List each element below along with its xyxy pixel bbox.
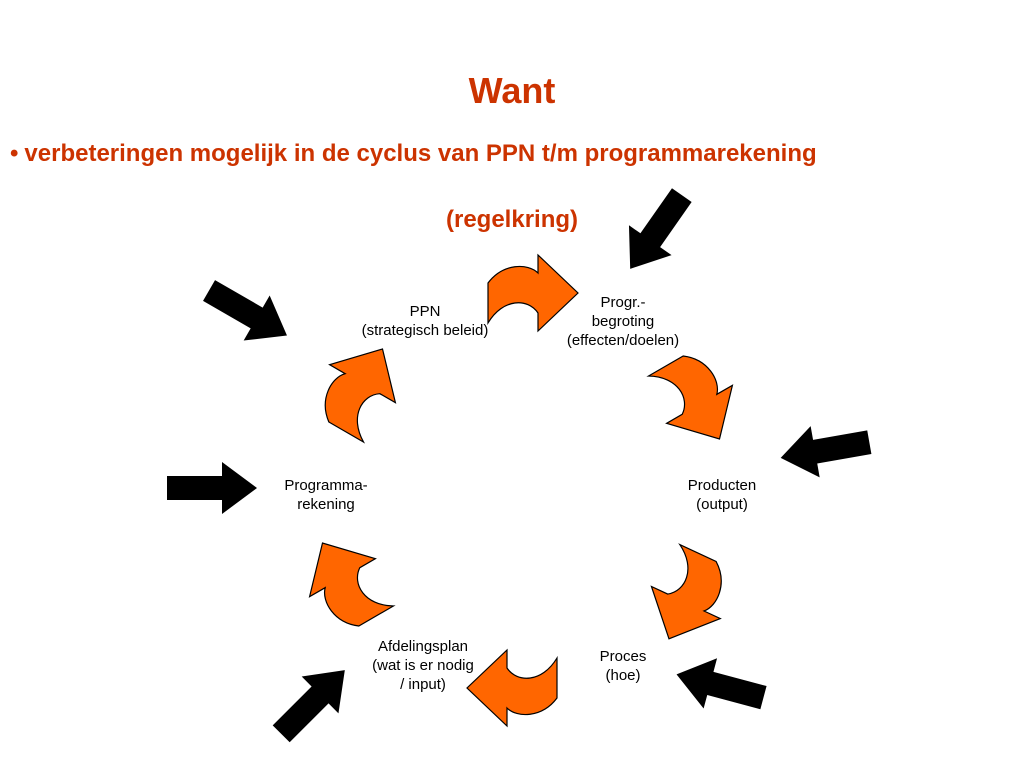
node-rekening: Programma- rekening: [266, 476, 386, 514]
bullet-point: •verbeteringen mogelijk in de cyclus van…: [10, 140, 1010, 168]
node-ppn-line: (strategisch beleid): [361, 322, 489, 339]
cycle-arrow-rekening-to-ppn: [303, 329, 417, 447]
node-begroting-line: (effecten/doelen): [566, 332, 680, 349]
node-afdelingsplan-line: / input): [400, 676, 446, 693]
node-rekening-line: Programma-: [284, 477, 368, 494]
node-rekening-line: rekening: [297, 496, 355, 513]
input-arrow-producten: [776, 416, 874, 484]
node-producten-line: (output): [696, 496, 748, 513]
node-producten-line: Producten: [687, 477, 757, 494]
node-afdelingsplan-line: (wat is er nodig: [372, 657, 474, 674]
input-arrow-ppn: [196, 267, 300, 359]
input-arrow-proces: [669, 649, 771, 723]
node-afdelingsplan: Afdelingsplan (wat is er nodig / input): [357, 637, 489, 694]
node-proces-line: Proces: [599, 648, 647, 665]
node-begroting: Progr.- begroting (effecten/doelen): [555, 293, 691, 350]
node-ppn: PPN (strategisch beleid): [352, 302, 498, 340]
cycle-arrow-begroting-to-producten: [640, 341, 754, 459]
bullet-symbol: •: [10, 140, 19, 167]
subtitle: (regelkring): [445, 206, 579, 233]
node-proces: Proces (hoe): [583, 647, 663, 685]
input-arrow-begroting: [608, 180, 704, 284]
cycle-arrow-afdelingsplan-to-rekening: [288, 523, 402, 641]
input-arrow-afdelingsplan: [262, 651, 364, 753]
node-proces-line: (hoe): [605, 667, 641, 684]
node-ppn-line: PPN: [409, 303, 441, 320]
bullet-text: verbeteringen mogelijk in de cyclus van …: [24, 140, 817, 167]
node-producten: Producten (output): [672, 476, 772, 514]
cycle-arrow-producten-to-proces: [633, 540, 743, 656]
page-title: Want: [468, 70, 556, 111]
node-begroting-line: Progr.-: [600, 294, 646, 311]
input-arrow-rekening: [167, 462, 257, 514]
node-afdelingsplan-line: Afdelingsplan: [377, 638, 469, 655]
node-begroting-line: begroting: [591, 313, 655, 330]
